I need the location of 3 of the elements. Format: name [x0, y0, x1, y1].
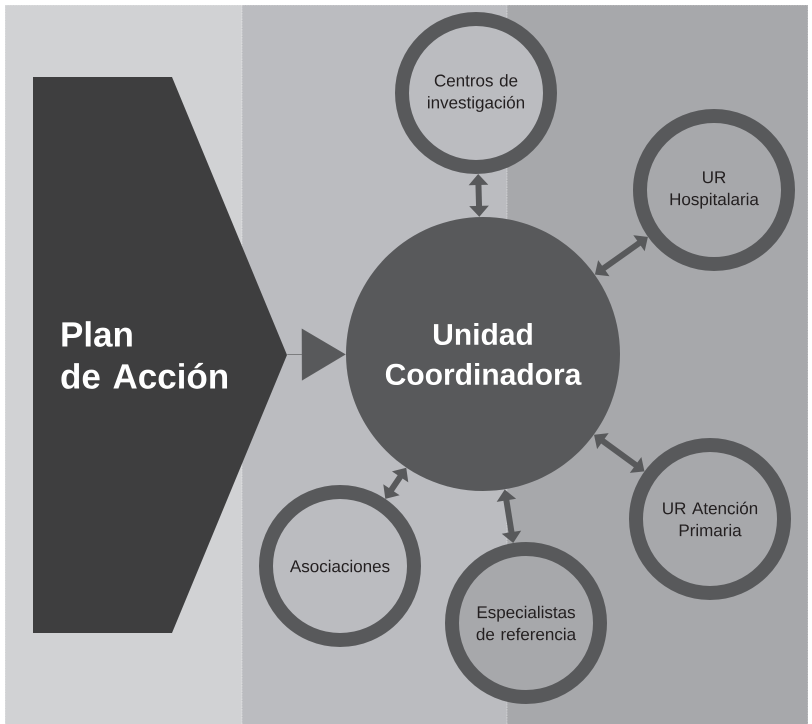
- node-label: Especialistas de referencia: [476, 606, 576, 640]
- arrow: [594, 433, 644, 473]
- arrow: [286, 328, 346, 380]
